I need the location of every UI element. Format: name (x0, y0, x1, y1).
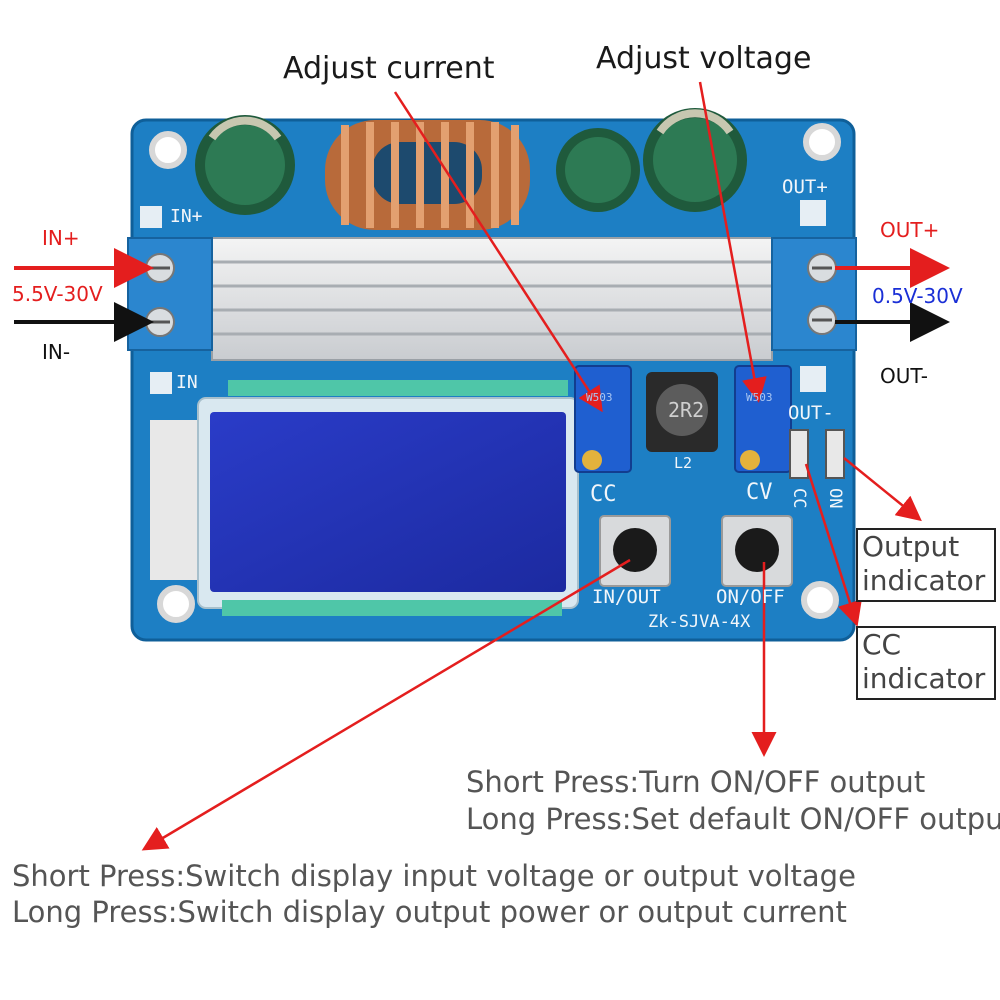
in-out-button-graphic (599, 515, 671, 587)
pad (800, 366, 826, 392)
silk-cv: CV (746, 480, 773, 505)
pad (140, 206, 162, 228)
output-indicator-arrow (843, 457, 922, 522)
input-terminal (127, 237, 213, 351)
lcd-pins (222, 380, 568, 616)
in-out-button-arrow (141, 558, 631, 851)
mounting-hole (149, 131, 187, 169)
silk-cc-led: CC (789, 488, 809, 509)
capacitor-right (643, 108, 747, 212)
in-minus-label: IN- (42, 340, 71, 364)
on-off-button-graphic (721, 515, 793, 587)
in-out-long-press: Long Press:Switch display output power o… (12, 895, 847, 929)
on-led (825, 429, 845, 479)
silk-model: Zk-SJVA-4X (648, 612, 751, 632)
lcd-module (150, 397, 579, 609)
voltage-potentiometer (734, 365, 792, 473)
on-off-long-press: Long Press:Set default ON/OFF output (466, 802, 1000, 836)
mounting-hole (801, 581, 839, 619)
cc-indicator-box: CC indicator (856, 626, 996, 700)
toroid-inductor (325, 120, 530, 230)
voltage-pot-mark: W503 (746, 391, 773, 404)
capacitor-left (195, 115, 295, 215)
cc-indicator-arrow (804, 463, 862, 627)
capacitor-mid (556, 128, 640, 212)
pad (800, 200, 826, 226)
cc-indicator-line2: indicator (862, 662, 986, 695)
silk-out-plus: OUT+ (782, 176, 828, 198)
output-range-label: 0.5V-30V (872, 284, 963, 308)
silk-in: IN (176, 372, 198, 393)
in-plus-label: IN+ (42, 226, 80, 250)
in-out-short-press: Short Press:Switch display input voltage… (12, 859, 856, 893)
lcd-screen (210, 412, 566, 592)
silk-in-out: IN/OUT (592, 586, 661, 608)
silk-cc: CC (590, 482, 617, 507)
cc-led (789, 429, 809, 479)
inductor-ref: L2 (674, 454, 693, 472)
output-indicator-line2: indicator (862, 564, 986, 597)
output-indicator-line1: Output (862, 530, 960, 563)
on-off-short-press: Short Press:Turn ON/OFF output (466, 765, 926, 799)
current-pot-mark: W503 (586, 391, 613, 404)
pad (150, 372, 172, 394)
inductor-mark: 2R2 (668, 398, 705, 422)
silk-in-plus: IN+ (170, 206, 203, 227)
silk-on-led: ON (825, 488, 845, 509)
silk-on-off: ON/OFF (716, 586, 785, 608)
adjust-current-label: Adjust current (283, 51, 495, 86)
input-range-label: 5.5V-30V (12, 282, 103, 306)
adjust-voltage-arrow (698, 81, 767, 403)
adjust-current-arrow (393, 91, 603, 413)
cc-indicator-line1: CC (862, 628, 902, 661)
output-indicator-box: Output indicator (856, 528, 996, 602)
adjust-voltage-label: Adjust voltage (596, 41, 812, 76)
heatsink (211, 237, 773, 361)
out-plus-label: OUT+ (880, 218, 940, 242)
mounting-hole (157, 585, 195, 623)
out-minus-label: OUT- (880, 364, 928, 388)
silk-out-minus: OUT- (788, 402, 834, 424)
smd-inductor (646, 372, 718, 452)
output-terminal (771, 237, 857, 351)
mounting-hole (803, 123, 841, 161)
